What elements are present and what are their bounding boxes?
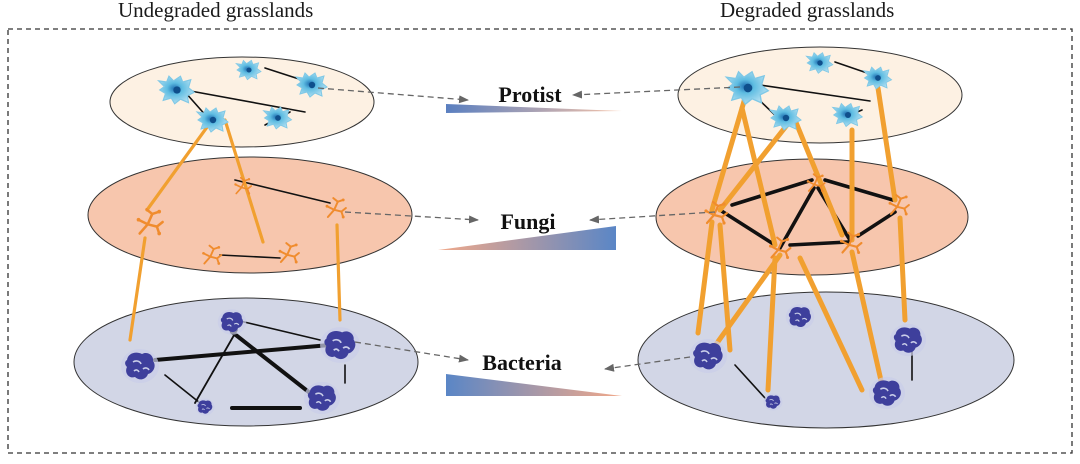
- connector-arrows: [317, 86, 741, 372]
- right-within-links: [718, 61, 913, 399]
- right-fungi-layer: [655, 158, 969, 276]
- right-protist-layer: [677, 46, 963, 144]
- bacterial-colony-icon: [319, 326, 361, 364]
- protist-label: Protist: [498, 82, 562, 107]
- bacterial-colony-icon: [868, 376, 906, 410]
- fungi-label: Fungi: [500, 209, 555, 234]
- right-cross-links: [695, 85, 908, 393]
- title-degraded: Degraded grasslands: [720, 0, 895, 22]
- fungi-trend-wedge: [438, 226, 616, 250]
- left-within-links: [153, 67, 346, 410]
- bacterial-colony-icon: [120, 348, 160, 384]
- bacterial-colony-icon: [889, 323, 927, 357]
- bacterial-colony-icon: [785, 303, 815, 331]
- dashed-frame: [7, 28, 1073, 454]
- bacteria-trend-wedge: [446, 374, 622, 396]
- title-undegraded: Undegraded grasslands: [118, 0, 314, 22]
- bacterial-colony-icon: [688, 338, 728, 374]
- bacterial-colony-icon: [217, 308, 247, 336]
- left-fungi-layer: [87, 156, 413, 274]
- protist-trend-wedge: [446, 104, 622, 113]
- bacteria-label: Bacteria: [482, 350, 561, 375]
- bacterial-colony-icon: [303, 381, 341, 415]
- bacterial-colony-icon: [195, 398, 215, 416]
- bacterial-colony-icon: [763, 393, 783, 411]
